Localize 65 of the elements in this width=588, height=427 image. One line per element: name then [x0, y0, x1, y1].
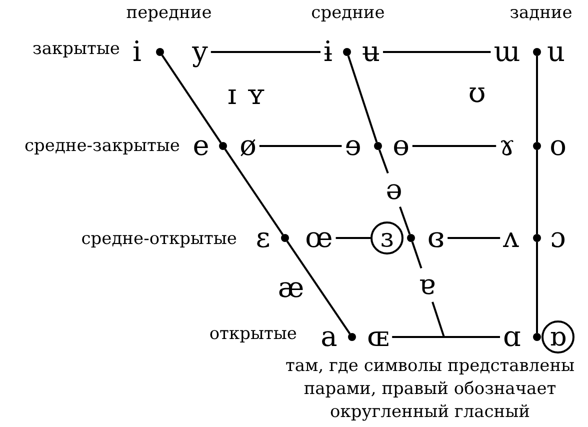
chart-line: [286, 240, 351, 334]
chart-line: [536, 150, 538, 234]
row-label: средне-открытые: [81, 230, 237, 250]
chart-line: [412, 145, 496, 147]
vowel-symbol: y: [192, 38, 208, 66]
dot-marker: [348, 333, 356, 341]
vowel-symbol: œ: [305, 224, 333, 252]
vowel-symbol: ʉ: [362, 38, 380, 66]
vowel-symbol: ʏ: [246, 81, 266, 109]
chart-line: [378, 149, 389, 174]
vowel-symbol: æ: [278, 274, 304, 302]
dot-marker: [219, 142, 227, 150]
column-heading: передние: [126, 4, 212, 24]
chart-line: [259, 145, 342, 147]
dot-marker: [533, 142, 541, 150]
chart-line: [411, 241, 422, 269]
chart-line: [224, 148, 284, 236]
vowel-symbol: ɨ: [324, 38, 332, 66]
chart-line: [536, 56, 538, 142]
row-label: открытые: [209, 325, 297, 345]
chart-line: [336, 237, 370, 239]
vowel-symbol: ø: [240, 132, 256, 160]
chart-line: [383, 51, 491, 53]
vowel-symbol: ʌ: [503, 224, 519, 252]
circled-vowel-symbol: ɒ: [542, 320, 574, 354]
vowel-symbol: ɶ: [366, 323, 390, 351]
vowel-symbol: u: [546, 38, 566, 66]
vowel-symbol: ɤ: [499, 132, 515, 160]
dot-marker: [343, 48, 351, 56]
column-heading: задние: [510, 4, 572, 24]
vowel-symbol: i: [132, 38, 142, 66]
vowel-symbol: ɯ: [494, 38, 520, 66]
vowel-symbol: a: [320, 323, 338, 351]
chart-line: [347, 55, 378, 143]
vowel-symbol: ɛ: [256, 224, 270, 252]
vowel-symbol: ɑ: [503, 323, 521, 351]
vowel-symbol: ɘ: [344, 132, 362, 160]
dot-marker: [533, 333, 541, 341]
vowel-symbol: ɔ: [550, 224, 566, 252]
chart-line: [448, 237, 500, 239]
circled-vowel-symbol: ɜ: [370, 222, 404, 254]
column-heading: средние: [311, 4, 385, 24]
dot-marker: [374, 142, 382, 150]
note-text: там, где символы представлены парами, правый обозначает округленный гласный: [284, 355, 576, 424]
vowel-symbol: ɞ: [427, 224, 445, 252]
dot-marker: [156, 48, 164, 56]
vowel-symbol: ɪ: [228, 81, 236, 109]
vowel-symbol: o: [550, 132, 566, 160]
vowel-symbol: e: [192, 132, 210, 160]
chart-line: [399, 206, 411, 235]
dot-marker: [533, 234, 541, 242]
dot-marker: [407, 234, 415, 242]
vowel-symbol: ʊ: [468, 79, 486, 107]
vowel-symbol: ə: [386, 176, 402, 204]
chart-line: [536, 242, 538, 333]
chart-line: [392, 336, 500, 338]
vowel-symbol: ɵ: [392, 132, 410, 160]
dot-marker: [533, 48, 541, 56]
chart-line: [161, 54, 222, 144]
vowel-symbol: ɐ: [418, 271, 436, 299]
chart-line: [210, 51, 320, 53]
row-label: средне-закрытые: [24, 137, 180, 157]
row-label: закрытые: [32, 40, 120, 60]
chart-line: [432, 302, 445, 338]
dot-marker: [281, 234, 289, 242]
